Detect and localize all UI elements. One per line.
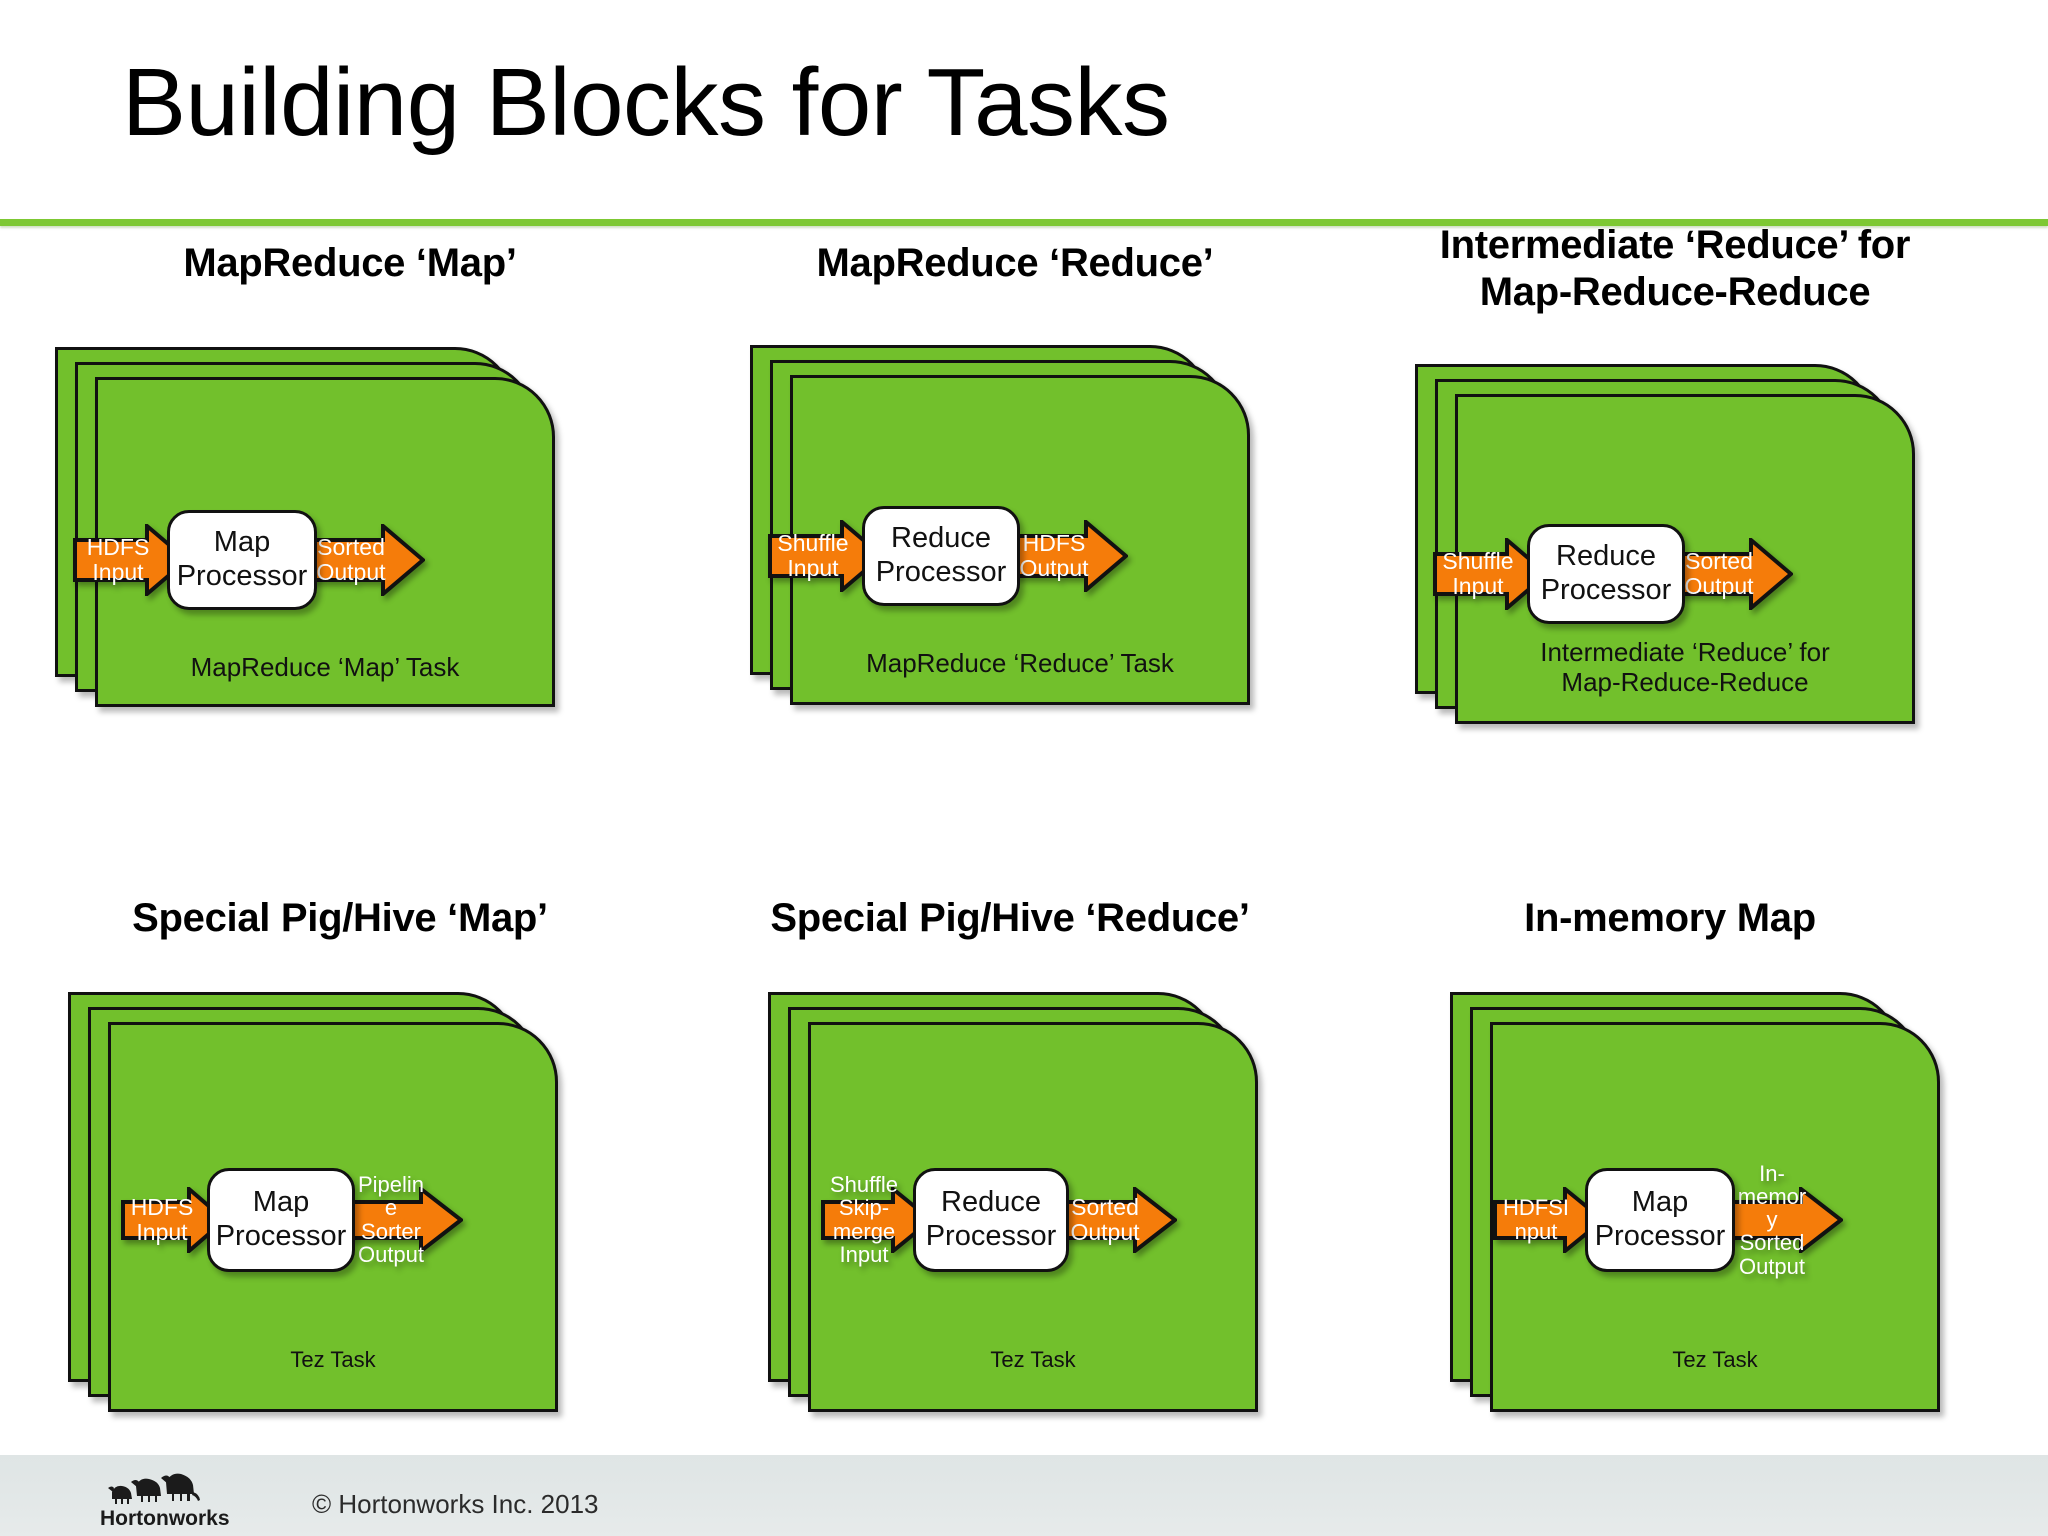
output-arrow: In- memor y Sorted Output <box>1725 1161 1843 1278</box>
output-arrow: Sorted Output <box>1059 1186 1177 1253</box>
card-stack: HDFS Input Map Processor Pipelin e Sorte… <box>20 942 660 1412</box>
arrow-right-icon <box>1493 1186 1605 1253</box>
processor-box: Map Processor <box>1585 1167 1735 1272</box>
flow-row: HDFS Input Map Processor Pipelin e Sorte… <box>121 1167 463 1272</box>
task-label: Tez Task <box>290 1346 376 1372</box>
panel-heading: Special Pig/Hive ‘Map’ <box>132 896 548 940</box>
task-label: MapReduce ‘Map’ Task <box>190 651 460 682</box>
flow-row: Shuffle Skip- merge Input Reduce Process… <box>821 1167 1177 1272</box>
arrow-right-icon <box>1008 519 1128 592</box>
card-front: Shuffle Input Reduce Processor HDFS Outp… <box>768 374 1250 705</box>
panel-heading: MapReduce ‘Map’ <box>183 241 517 285</box>
panel-grid: MapReduce ‘Map’ HDFS Input Map Processor <box>0 223 2048 1455</box>
card-front: HDFSI nput Map Processor In- memor y Sor… <box>1490 1021 1940 1412</box>
card-front: Shuffle Input Reduce Processor Sorted Ou… <box>1433 393 1915 724</box>
panel-mapreduce-reduce: MapReduce ‘Reduce’ Shuffle Input Reduce … <box>695 240 1335 707</box>
card-front: HDFS Input Map Processor Pipelin e Sorte… <box>108 1021 558 1412</box>
arrow-right-icon <box>821 1186 933 1253</box>
processor-box: Reduce Processor <box>862 505 1020 606</box>
arrow-right-icon <box>1059 1186 1177 1253</box>
processor-box: Map Processor <box>207 1167 355 1272</box>
page-title: Building Blocks for Tasks <box>122 49 1170 156</box>
panel-heading: MapReduce ‘Reduce’ <box>816 241 1214 285</box>
panel-special-pig-hive-map: Special Pig/Hive ‘Map’ HDFS Input Map Pr… <box>20 895 660 1412</box>
task-label: Tez Task <box>1672 1346 1758 1372</box>
arrow-right-icon <box>345 1186 463 1253</box>
processor-box: Reduce Processor <box>913 1167 1069 1272</box>
card-front: Shuffle Skip- merge Input Reduce Process… <box>808 1021 1258 1412</box>
footer-band <box>0 1455 2048 1536</box>
card-front: HDFS Input Map Processor Sorted Output M… <box>73 376 555 707</box>
copyright-text: © Hortonworks Inc. 2013 <box>312 1489 599 1519</box>
card-stack: Shuffle Input Reduce Processor HDFS Outp… <box>695 287 1335 707</box>
output-arrow: Sorted Output <box>305 523 425 596</box>
panel-in-memory-map: In-memory Map HDFSI nput Map Processor <box>1350 895 1990 1412</box>
card-stack: HDFS Input Map Processor Sorted Output M… <box>30 287 670 707</box>
arrow-right-icon <box>305 523 425 596</box>
flow-row: HDFS Input Map Processor Sorted Output <box>73 509 425 610</box>
arrow-right-icon <box>1725 1186 1843 1253</box>
title-divider-rule <box>0 219 2048 226</box>
flow-row: Shuffle Input Reduce Processor HDFS Outp… <box>768 505 1128 606</box>
card-stack: HDFSI nput Map Processor In- memor y Sor… <box>1350 942 1990 1412</box>
arrow-right-icon <box>1673 537 1793 610</box>
output-arrow: Sorted Output <box>1673 537 1793 610</box>
output-arrow: HDFS Output <box>1008 519 1128 592</box>
hortonworks-logo-icon: Hortonworks <box>100 1473 230 1530</box>
panel-intermediate-reduce: Intermediate ‘Reduce’ for Map-Reduce-Red… <box>1355 222 1995 742</box>
processor-box: Map Processor <box>167 509 317 610</box>
hortonworks-wordmark: Hortonworks <box>100 1507 230 1530</box>
processor-box: Reduce Processor <box>1527 523 1685 624</box>
card-stack: Shuffle Input Reduce Processor Sorted Ou… <box>1355 322 1995 742</box>
panel-heading: Special Pig/Hive ‘Reduce’ <box>770 896 1250 940</box>
output-arrow: Pipelin e Sorter Output <box>345 1173 463 1266</box>
task-label: MapReduce ‘Reduce’ Task <box>866 647 1174 678</box>
panel-mapreduce-map: MapReduce ‘Map’ HDFS Input Map Processor <box>30 240 670 707</box>
panel-heading: Intermediate ‘Reduce’ for Map-Reduce-Red… <box>1439 223 1911 314</box>
panel-special-pig-hive-reduce: Special Pig/Hive ‘Reduce’ Shuffle Skip- … <box>690 895 1330 1412</box>
flow-row: Shuffle Input Reduce Processor Sorted Ou… <box>1433 523 1793 624</box>
panel-heading: In-memory Map <box>1524 896 1816 940</box>
task-label: Intermediate ‘Reduce’ for Map-Reduce-Red… <box>1540 636 1830 698</box>
flow-row: HDFSI nput Map Processor In- memor y Sor… <box>1493 1161 1843 1278</box>
card-stack: Shuffle Skip- merge Input Reduce Process… <box>690 942 1330 1412</box>
task-label: Tez Task <box>990 1346 1076 1372</box>
